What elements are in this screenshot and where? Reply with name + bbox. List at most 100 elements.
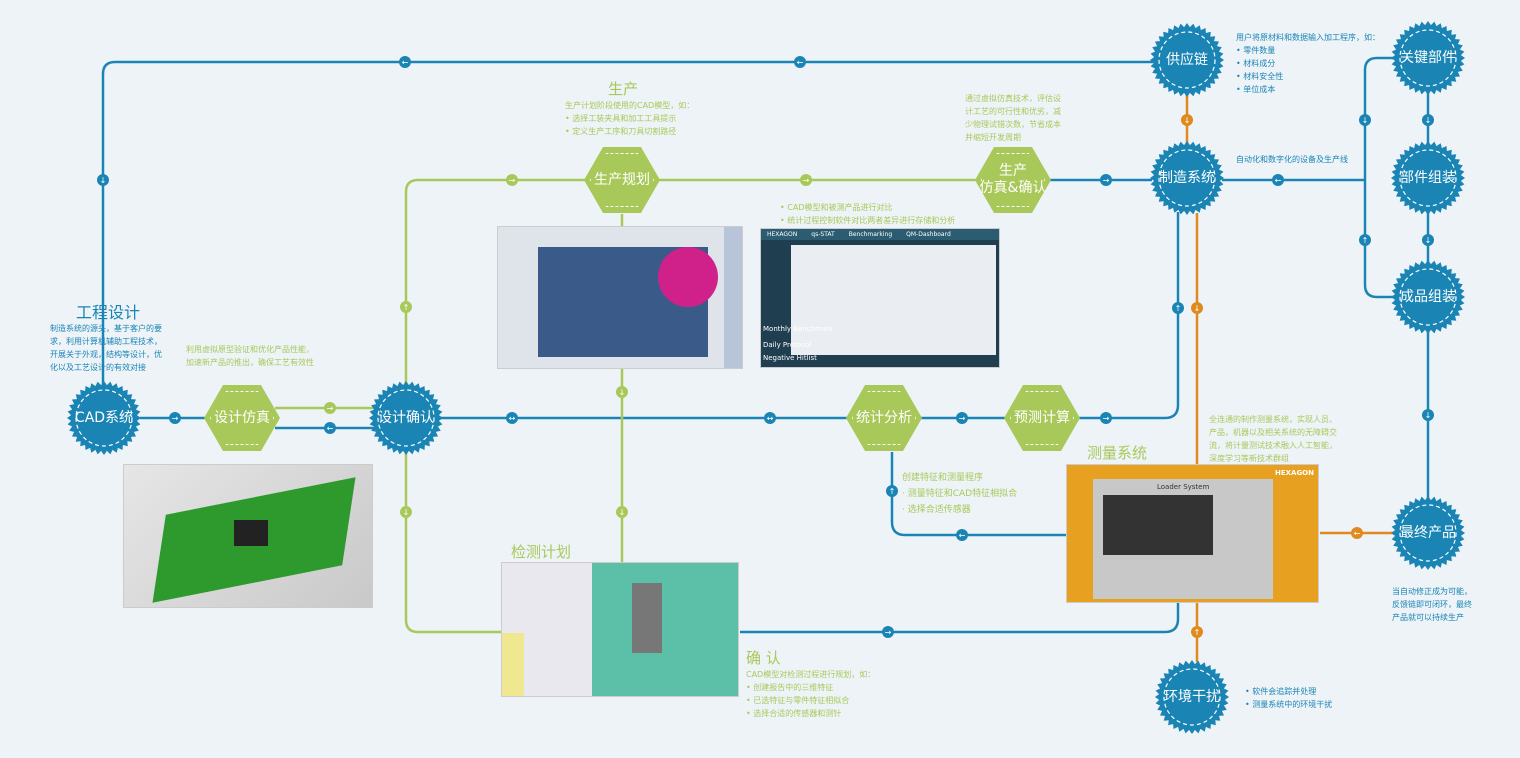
text-line: 生产计划阶段使用的CAD模型，如： bbox=[565, 101, 695, 110]
text-line: 用户将原材料和数据输入加工程序，如： bbox=[1236, 33, 1380, 42]
dashboard-tab: HEXAGON bbox=[767, 231, 798, 238]
text-line: · 测量特征和CAD特征相拟合 bbox=[902, 489, 1018, 499]
flow-arrow-icon: ↓ bbox=[97, 174, 109, 186]
svg-text:↔: ↔ bbox=[509, 414, 516, 423]
gear-badge-icon bbox=[369, 381, 443, 455]
text-line: • 软件会追踪并处理 bbox=[1245, 687, 1317, 696]
engineering-title: 工程设计 bbox=[76, 303, 141, 322]
node-label: 环境干扰 bbox=[1164, 688, 1220, 705]
environment-desc: • 软件会追踪并处理 • 测量系统中的环境干扰 bbox=[1245, 685, 1332, 711]
text-line: 反馈链即可闭环，最终 bbox=[1392, 600, 1472, 609]
flow-arrow-icon: → bbox=[1100, 412, 1112, 424]
svg-text:↑: ↑ bbox=[1194, 628, 1201, 637]
flow-arrow-icon: ↑ bbox=[886, 485, 898, 497]
node-production-planning[interactable]: 生产规划 bbox=[584, 147, 660, 213]
flow-arrow-icon: → bbox=[1100, 174, 1112, 186]
supply-desc: 用户将原材料和数据输入加工程序，如：• 零件数量• 材料成分• 材料安全性• 单… bbox=[1236, 31, 1380, 96]
dashboard-tab: qs-STAT bbox=[811, 231, 835, 238]
flow-arrow-icon: → bbox=[506, 174, 518, 186]
node-label: 生产规划 bbox=[594, 171, 650, 188]
svg-text:↑: ↑ bbox=[1362, 236, 1369, 245]
dashboard-tab: QM-Dashboard bbox=[906, 231, 951, 238]
svg-text:←: ← bbox=[1354, 529, 1361, 538]
text-line: · 选择合适传感器 bbox=[902, 505, 971, 515]
text-line: 并缩短开发周期 bbox=[965, 133, 1021, 142]
text-line: • 零件数量 bbox=[1236, 46, 1276, 55]
text-line: • 测量系统中的环境干扰 bbox=[1245, 700, 1333, 709]
svg-text:→: → bbox=[1103, 414, 1110, 423]
flow-arrow-icon: ↓ bbox=[616, 506, 628, 518]
measure-title: 测量系统 bbox=[1087, 444, 1148, 462]
text-line: 当自动修正成为可能， bbox=[1392, 587, 1472, 596]
svg-text:↓: ↓ bbox=[1362, 116, 1369, 125]
node-supply-chain[interactable]: 供应链 bbox=[1150, 23, 1224, 97]
gear-badge-icon bbox=[1150, 141, 1224, 215]
node-label: 供应链 bbox=[1166, 51, 1208, 68]
text-line: • 材料安全性 bbox=[1236, 72, 1284, 81]
svg-text:←: ← bbox=[797, 58, 804, 67]
flow-arrow-icon: ↑ bbox=[1359, 234, 1371, 246]
svg-text:→: → bbox=[803, 176, 810, 185]
text-line: 制造系统的源头，基于客户的要 bbox=[50, 324, 162, 333]
flow-arrow-icon: ↓ bbox=[1359, 114, 1371, 126]
flow-arrow-icon: → bbox=[800, 174, 812, 186]
node-label: 设计仿真 bbox=[214, 409, 270, 426]
node-design-confirm[interactable]: 设计确认 bbox=[369, 381, 443, 455]
text-line: 计工艺的可行性和优劣，减 bbox=[965, 107, 1061, 116]
svg-text:↓: ↓ bbox=[1194, 304, 1201, 313]
node-cad-system[interactable]: CAD系统 bbox=[67, 381, 141, 455]
node-label: 统计分析 bbox=[856, 409, 912, 426]
node-product-assembly[interactable]: 成品组装 bbox=[1391, 260, 1465, 334]
text-line: • 已选特征与零件特征相拟合 bbox=[746, 696, 850, 705]
flow-arrow-icon: ← bbox=[1351, 527, 1363, 539]
node-production-simulation[interactable]: 生产仿真&确认 bbox=[975, 147, 1051, 213]
svg-text:↓: ↓ bbox=[1425, 411, 1432, 420]
gear-badge-icon bbox=[1150, 23, 1224, 97]
node-label: 预测计算 bbox=[1014, 409, 1070, 426]
svg-text:→: → bbox=[885, 628, 892, 637]
node-manufacturing-system[interactable]: 制造系统 bbox=[1150, 141, 1224, 215]
dashboard-side-item: Daily Protocol bbox=[763, 341, 812, 349]
node-part-assembly[interactable]: 部件组装 bbox=[1391, 141, 1465, 215]
flow-arrow-icon: → bbox=[169, 412, 181, 424]
node-label: 设计确认 bbox=[378, 409, 434, 426]
flow-arrow-icon: ← bbox=[324, 422, 336, 434]
svg-text:↓: ↓ bbox=[403, 508, 410, 517]
text-line: 产品，机器以及相关系统的无障碍交 bbox=[1209, 428, 1337, 437]
node-environment[interactable]: 环境干扰 bbox=[1155, 660, 1229, 734]
dashboard-tab: Benchmarking bbox=[848, 231, 893, 238]
measurement-system-photo: Loader System HEXAGON bbox=[1066, 464, 1319, 603]
text-line: 通过虚拟仿真技术，评估设 bbox=[965, 94, 1061, 103]
node-label: 最终产品 bbox=[1400, 524, 1456, 541]
text-line: 加速新产品的推出，确保工艺有效性 bbox=[186, 358, 314, 367]
svg-text:↑: ↑ bbox=[403, 303, 410, 312]
flow-arrow-icon: ← bbox=[956, 529, 968, 541]
gear-badge-icon bbox=[1391, 21, 1465, 95]
inspection-title: 检测计划 bbox=[511, 543, 572, 561]
node-label: 制造系统 bbox=[1159, 169, 1215, 186]
text-line: 产品就可以持续生产 bbox=[1392, 613, 1464, 622]
design-sim-desc: 利用虚拟原型验证和优化产品性能，加速新产品的推出，确保工艺有效性 bbox=[186, 343, 314, 369]
node-final-product[interactable]: 最终产品 bbox=[1391, 496, 1465, 570]
text-line: • 创建报告中的三维特征 bbox=[746, 683, 834, 692]
node-label: 生产 bbox=[999, 163, 1027, 179]
svg-text:↓: ↓ bbox=[1425, 236, 1432, 245]
svg-text:↑: ↑ bbox=[1175, 304, 1182, 313]
flow-arrow-icon: ↑ bbox=[400, 301, 412, 313]
text-line: • 单位成本 bbox=[1236, 85, 1276, 94]
flow-arrow-icon: → bbox=[956, 412, 968, 424]
flow-arrow-icon: ← bbox=[399, 56, 411, 68]
node-statistical-analysis[interactable]: 统计分析 bbox=[846, 385, 922, 451]
text-line: 求，利用计算机辅助工程技术， bbox=[50, 337, 162, 346]
flow-arrow-icon: ↓ bbox=[616, 386, 628, 398]
flow-arrow-icon: ↑ bbox=[1172, 302, 1184, 314]
gear-badge-icon bbox=[67, 381, 141, 455]
node-key-parts[interactable]: 关键部件 bbox=[1391, 21, 1465, 95]
pcb-image bbox=[123, 464, 373, 608]
flow-arrow-icon: ↓ bbox=[1422, 409, 1434, 421]
engineering-desc: 制造系统的源头，基于客户的要求，利用计算机辅助工程技术，开展关于外观，结构等设计… bbox=[50, 322, 162, 374]
text-line: 化以及工艺设计的有效对接 bbox=[50, 363, 146, 372]
node-label: 成品组装 bbox=[1400, 288, 1456, 305]
spc-desc: • CAD模型和被测产品进行对比• 统计过程控制软件对比两者差异进行存储和分析 bbox=[780, 201, 955, 227]
production-desc: 生产计划阶段使用的CAD模型，如：• 选择工装夹具和加工工具提示• 定义生产工序… bbox=[565, 99, 694, 138]
